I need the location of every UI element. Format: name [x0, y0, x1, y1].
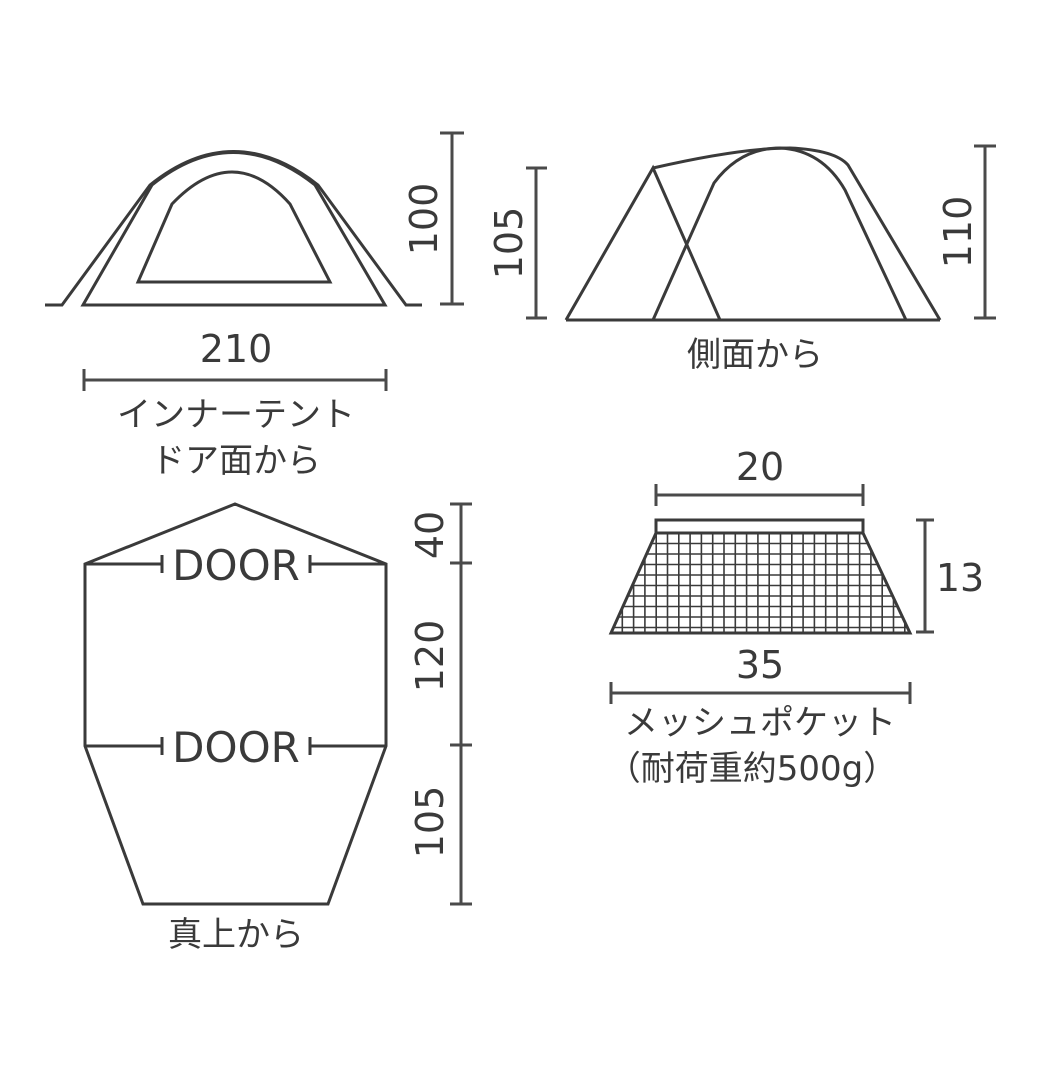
- top-view: DOOR DOOR 40 120 105 真上から: [83, 502, 472, 955]
- door-label-upper: DOOR: [172, 541, 300, 590]
- front-caption-line2: ドア面から: [151, 441, 321, 481]
- front-height-dimension: 100: [402, 131, 464, 306]
- pocket-top-band: [654, 518, 865, 535]
- side-right-height-dimension: 110: [936, 144, 996, 320]
- top-outline: [83, 502, 388, 906]
- mesh-pocket: 20 13 35 メッシュポケット （耐荷重約5: [607, 445, 984, 789]
- side-inner-arch: [651, 146, 908, 321]
- front-caption-line1: インナーテント: [117, 395, 355, 435]
- segment-label-120: 120: [408, 620, 452, 693]
- front-door-window: [135, 170, 333, 284]
- front-view: 100 210 インナーテント ドア面から: [45, 131, 464, 481]
- pocket-top-width-label: 20: [736, 445, 784, 489]
- top-caption: 真上から: [168, 915, 304, 955]
- front-width-dimension: [82, 369, 388, 391]
- pocket-bottom-width-label: 35: [736, 643, 784, 687]
- side-view: 105 110 側面から: [487, 144, 996, 375]
- door-label-lower: DOOR: [172, 723, 300, 772]
- pocket-mesh-grid: [611, 533, 910, 633]
- pocket-caption-line2: （耐荷重約500g）: [607, 749, 897, 789]
- pocket-caption-line1: メッシュポケット: [624, 703, 896, 743]
- front-inner-tent: [80, 151, 388, 307]
- top-door-marker-lower: DOOR: [85, 723, 386, 772]
- pocket-height-dimension: [916, 518, 934, 634]
- pocket-trapezoid: [608, 531, 913, 635]
- top-length-dimension: 40 120 105: [408, 502, 472, 906]
- side-roof-line: [652, 146, 942, 321]
- pocket-height-label: 13: [936, 556, 984, 600]
- top-door-marker-upper: DOOR: [85, 541, 386, 590]
- front-width-label: 210: [200, 327, 273, 371]
- side-vestibule-outline: [564, 164, 722, 321]
- side-right-height-label: 110: [936, 196, 980, 269]
- pocket-top-width-dimension: [654, 484, 865, 506]
- segment-label-40: 40: [408, 511, 452, 559]
- front-height-label: 100: [402, 183, 446, 256]
- side-left-height-label: 105: [487, 207, 531, 280]
- pocket-bottom-width-dimension: [609, 682, 912, 704]
- segment-label-105: 105: [408, 786, 452, 859]
- side-left-height-dimension: 105: [487, 166, 547, 320]
- side-caption: 側面から: [687, 335, 823, 375]
